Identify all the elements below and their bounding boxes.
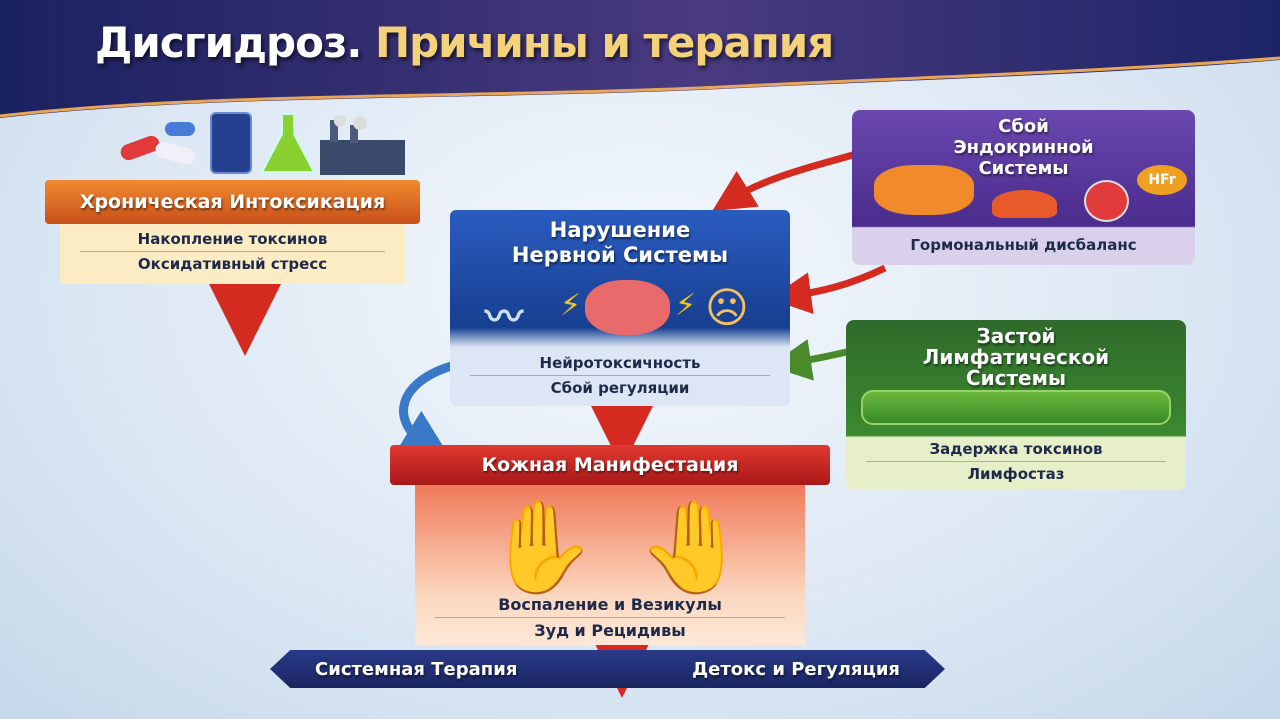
- hormone-badge: HFr: [1137, 165, 1187, 195]
- adrenal-icon: [992, 190, 1057, 218]
- nervous-title-line-1: Нарушение: [549, 218, 691, 242]
- lightning-icon: ⚡: [560, 288, 582, 323]
- arrow-endocrine-nervous: [712, 123, 897, 212]
- hand-right-icon: ✋: [635, 495, 748, 600]
- lymph-line-1: Задержка токсинов: [929, 440, 1103, 458]
- hand-left-icon: ✋: [485, 495, 598, 600]
- factory-icon: [320, 115, 405, 175]
- title-part2: Причины и терапия: [374, 18, 834, 67]
- hormone-flask-icon: [1084, 180, 1129, 222]
- nervous-line-1: Нейротоксичность: [539, 354, 701, 372]
- title-part1: Дисгидроз.: [95, 18, 362, 67]
- intoxication-line-1: Накопление токсинов: [137, 230, 328, 248]
- lymph-vessel-icon: [861, 390, 1171, 425]
- intoxication-card: Хроническая Интоксикация Накопление токс…: [45, 180, 420, 284]
- endocrine-title-line-2: Эндокринной: [953, 137, 1094, 158]
- lymph-title-line-2: Лимфатической: [922, 345, 1110, 369]
- skin-card: Кожная Манифестация ✋ ✋ Воспаление и Вез…: [390, 445, 830, 645]
- therapy-banner: Системная Терапия Детокс и Регуляция: [270, 650, 945, 688]
- nervous-title-line-2: Нервной Системы: [511, 243, 729, 267]
- endocrine-line-1: Гормональный дисбаланс: [910, 236, 1137, 254]
- intoxication-title: Хроническая Интоксикация: [45, 180, 420, 224]
- flask-icon: [258, 112, 318, 177]
- skin-title: Кожная Манифестация: [390, 445, 830, 485]
- lymph-line-2: Лимфостаз: [967, 465, 1065, 483]
- arrow-endocrine-to-nervous: [769, 264, 887, 315]
- lymph-title-line-3: Системы: [965, 366, 1067, 390]
- lymph-title-line-1: Застой: [976, 324, 1056, 348]
- header-background: [0, 0, 1280, 118]
- nervous-line-2: Сбой регуляции: [550, 379, 690, 397]
- poison-bottle-icon: [210, 112, 252, 174]
- arrow-nervous-to-skin: [392, 360, 457, 463]
- nerve-icon: 〰: [485, 295, 524, 339]
- thyroid-icon: [874, 165, 974, 215]
- intoxication-body: Накопление токсинов Оксидативный стресс: [60, 224, 405, 284]
- skin-line-2: Зуд и Рецидивы: [534, 621, 686, 640]
- lymph-card: Застой Лимфатической Системы Задержка то…: [846, 320, 1186, 490]
- nervous-card: Нарушение Нервной Системы 〰 ⚡ ⚡ ☹ Нейрот…: [450, 210, 790, 406]
- lymph-title: Застой Лимфатической Системы: [846, 320, 1186, 389]
- brain-icon: [585, 280, 670, 335]
- intoxication-line-2: Оксидативный стресс: [137, 255, 328, 273]
- lightning-icon-2: ⚡: [675, 288, 697, 323]
- therapy-left: Системная Терапия: [315, 658, 518, 680]
- header-banner: Дисгидроз. Причины и терапия: [0, 0, 1280, 120]
- therapy-right: Детокс и Регуляция: [692, 658, 900, 680]
- endocrine-title-line-3: Системы: [978, 158, 1069, 179]
- endocrine-title: Сбой Эндокринной Системы: [852, 110, 1195, 179]
- skin-body: ✋ ✋ Воспаление и Везикулы Зуд и Рецидивы: [415, 485, 805, 645]
- nervous-title: Нарушение Нервной Системы: [450, 210, 790, 268]
- endocrine-card: Сбой Эндокринной Системы HFr Гормональны…: [852, 110, 1195, 265]
- endocrine-title-line-1: Сбой: [998, 116, 1049, 137]
- page-title: Дисгидроз. Причины и терапия: [95, 18, 834, 67]
- pills-icon: [115, 120, 205, 170]
- skin-line-1: Воспаление и Везикулы: [498, 595, 722, 614]
- nervous-icons: 〰 ⚡ ⚡ ☹: [450, 268, 790, 348]
- sad-face-icon: ☹: [705, 283, 749, 332]
